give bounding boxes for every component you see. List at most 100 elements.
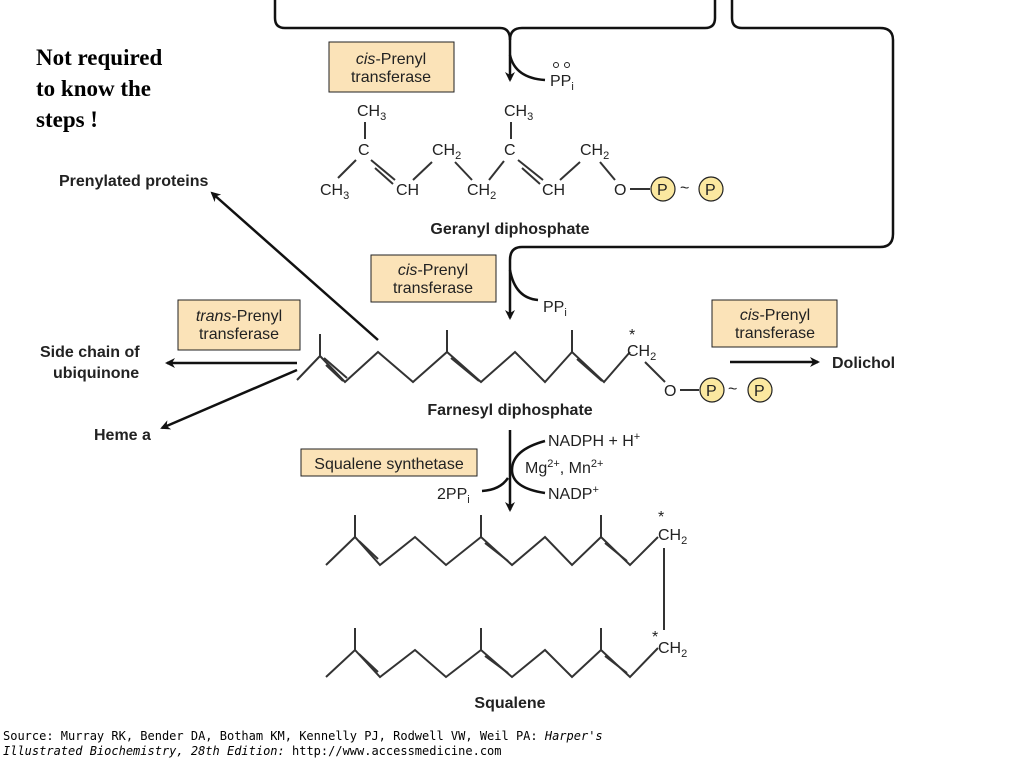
enzyme-line2: transferase (199, 326, 279, 343)
enzyme-italic: cis (356, 51, 376, 68)
squalene-synthetase-step: Squalene synthetase NADPH + H+ Mg2+, Mn2… (300, 430, 640, 512)
svg-text:cis-Prenyl: cis-Prenyl (740, 307, 810, 324)
atom-o: O (664, 383, 676, 400)
svg-text:CH2: CH2 (658, 640, 687, 660)
enzyme-box-squalene-synthetase (300, 448, 478, 477)
label-star: * (652, 629, 658, 646)
note-line-2: to know the (36, 76, 152, 101)
source-citation: Source: Murray RK, Bender DA, Botham KM,… (3, 729, 603, 759)
tilde: ~ (728, 381, 737, 398)
atom-ch3: CH (504, 103, 527, 120)
svg-text:cis-Prenyl: cis-Prenyl (398, 262, 468, 279)
atom-ch2: CH (580, 142, 603, 159)
atom-sub: 2 (681, 648, 687, 660)
enzyme-rest: -Prenyl (375, 51, 426, 68)
squalene-structure: * CH2 * CH2 (325, 509, 687, 679)
enzyme-line2: transferase (393, 280, 473, 297)
label-star: * (629, 327, 635, 344)
ppi-sub: i (564, 307, 566, 319)
enzyme-box-cis-prenyl-3: cis-Prenyl transferase (711, 299, 838, 348)
atom-c: C (504, 142, 516, 159)
enzyme-box-cis-prenyl-2: cis-Prenyl transferase (370, 254, 497, 303)
atom-sub: 3 (527, 111, 533, 123)
tilde: ~ (680, 180, 689, 197)
atom-ch2: CH (432, 142, 455, 159)
top-bracket-lines (273, 0, 895, 320)
atom-ch2: CH (658, 527, 681, 544)
svg-text:CH3: CH3 (357, 103, 386, 123)
svg-text:cis-Prenyl: cis-Prenyl (356, 51, 426, 68)
svg-text:NADP+: NADP+ (548, 484, 599, 503)
svg-text:CH3: CH3 (320, 182, 349, 202)
nadp-text: NADP (548, 486, 592, 503)
enzyme-box-trans-prenyl: trans-Prenyl transferase (177, 299, 301, 351)
atom-ch2: CH (658, 640, 681, 657)
ppi-text: PP (543, 299, 564, 316)
atom-ch3: CH (320, 182, 343, 199)
source-prefix: Source: Murray RK, Bender DA, Botham KM,… (3, 729, 545, 743)
svg-text:trans-Prenyl: trans-Prenyl (196, 308, 282, 325)
heme-a-label: Heme a (94, 427, 151, 444)
svg-text:2PPi: 2PPi (437, 486, 470, 506)
dolichol-label: Dolichol (832, 355, 895, 372)
note-text: Not required to know the steps ! (36, 42, 206, 135)
enzyme-italic: cis (740, 307, 760, 324)
enzyme-rest: -Prenyl (417, 262, 468, 279)
side-chain-label-2: ubiquinone (53, 365, 139, 382)
source-url[interactable]: http://www.accessmedicine.com (284, 744, 502, 758)
source-title-2: Illustrated Biochemistry, 28th Edition: (3, 744, 285, 758)
note-line-1: Not required (36, 45, 163, 70)
squalene-label: Squalene (474, 695, 545, 712)
atom-ch3: CH (357, 103, 380, 120)
squalene-synthetase-label: Squalene synthetase (314, 456, 464, 473)
label-star: * (658, 509, 664, 526)
atom-sub: 2 (490, 190, 496, 202)
phosphate-p: P (754, 383, 765, 400)
atom-ch2: CH (627, 343, 650, 360)
farnesyl-label: Farnesyl diphosphate (427, 402, 592, 419)
nadph-text: NADPH + H (548, 433, 634, 450)
svg-text:CH2: CH2 (432, 142, 461, 162)
atom-sub: 2 (650, 351, 656, 363)
metals-text: Mg (525, 460, 547, 477)
svg-text:Mg2+, Mn2+: Mg2+, Mn2+ (525, 458, 603, 477)
note-line-3: steps ! (36, 107, 98, 132)
enzyme-italic: cis (398, 262, 418, 279)
phosphate-p: P (657, 182, 668, 199)
svg-text:CH2: CH2 (658, 527, 687, 547)
ppi-text: PP (550, 73, 571, 90)
branch-arrows (160, 191, 820, 430)
two-ppi-text: 2PP (437, 486, 467, 503)
geranyl-label: Geranyl diphosphate (430, 221, 589, 238)
phosphate-p: P (705, 182, 716, 199)
ppi-sub: i (467, 494, 469, 506)
atom-sub: 3 (343, 190, 349, 202)
phosphate-p: P (706, 383, 717, 400)
enzyme-line2: transferase (735, 325, 815, 342)
enzyme-italic: trans (196, 308, 232, 325)
svg-text:CH2: CH2 (627, 343, 656, 363)
atom-sub: 3 (380, 111, 386, 123)
side-chain-label-1: Side chain of (40, 344, 140, 361)
enzyme-rest: -Prenyl (231, 308, 282, 325)
svg-text:NADPH + H+: NADPH + H+ (548, 431, 640, 450)
enzyme-line2: transferase (351, 69, 431, 86)
enzyme-box-cis-prenyl-1: cis-Prenyl transferase (328, 41, 455, 93)
ppi-mid: PPi (543, 299, 567, 319)
ppi-top: PPi (550, 62, 574, 93)
atom-ch: CH (396, 182, 419, 199)
svg-text:PPi: PPi (550, 73, 574, 93)
atom-o: O (614, 182, 626, 199)
geranyl-structure: CH3 C CH3 CH CH2 CH2 CH3 C CH CH2 O P ~ … (320, 103, 724, 202)
svg-text:CH2: CH2 (580, 142, 609, 162)
atom-sub: 2 (603, 150, 609, 162)
atom-sub: 2 (681, 535, 687, 547)
prenylated-proteins-label: Prenylated proteins (59, 173, 208, 190)
source-title-1: Harper's (544, 729, 603, 743)
ppi-sub: i (571, 81, 573, 93)
svg-text:CH2: CH2 (467, 182, 496, 202)
atom-sub: 2 (455, 150, 461, 162)
svg-text:CH3: CH3 (504, 103, 533, 123)
atom-ch: CH (542, 182, 565, 199)
